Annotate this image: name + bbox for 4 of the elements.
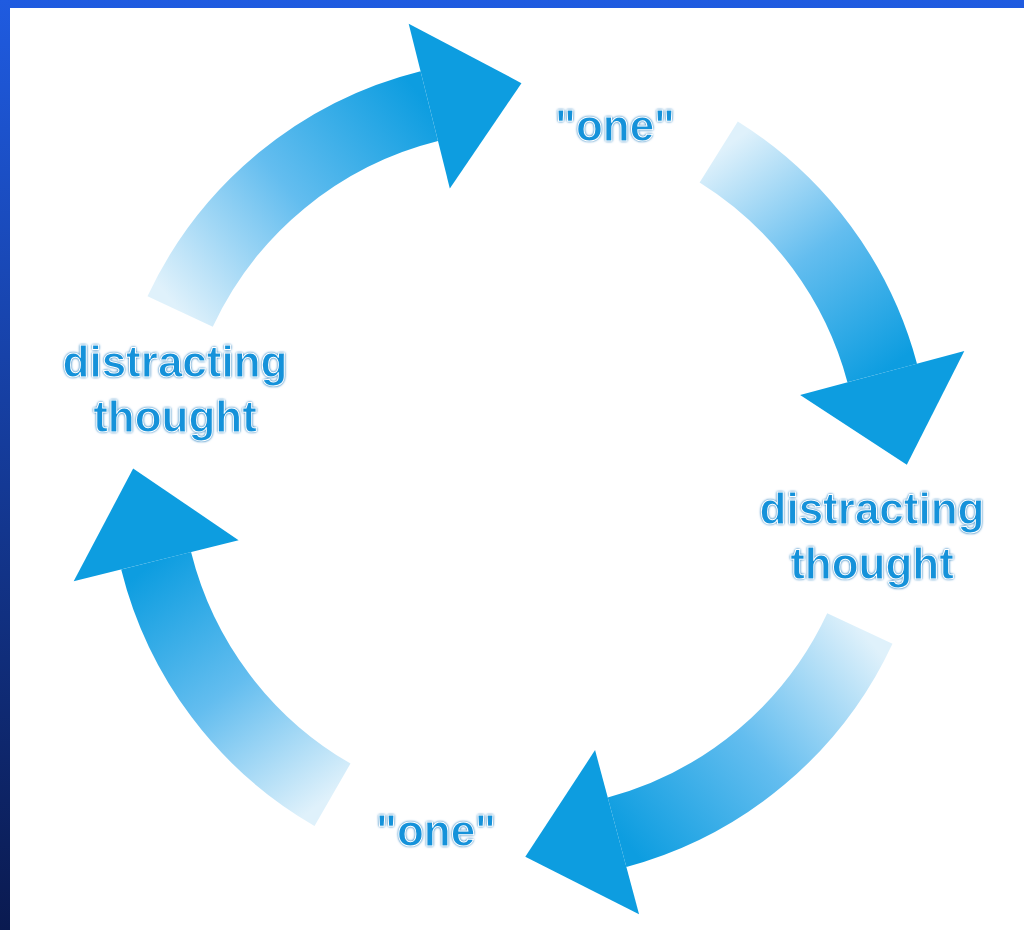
cycle-label: distracting thought	[722, 466, 1022, 606]
cycle-label: "one"	[345, 795, 527, 865]
cycle-label: distracting thought	[40, 312, 310, 466]
cycle-label: "one"	[525, 85, 705, 165]
